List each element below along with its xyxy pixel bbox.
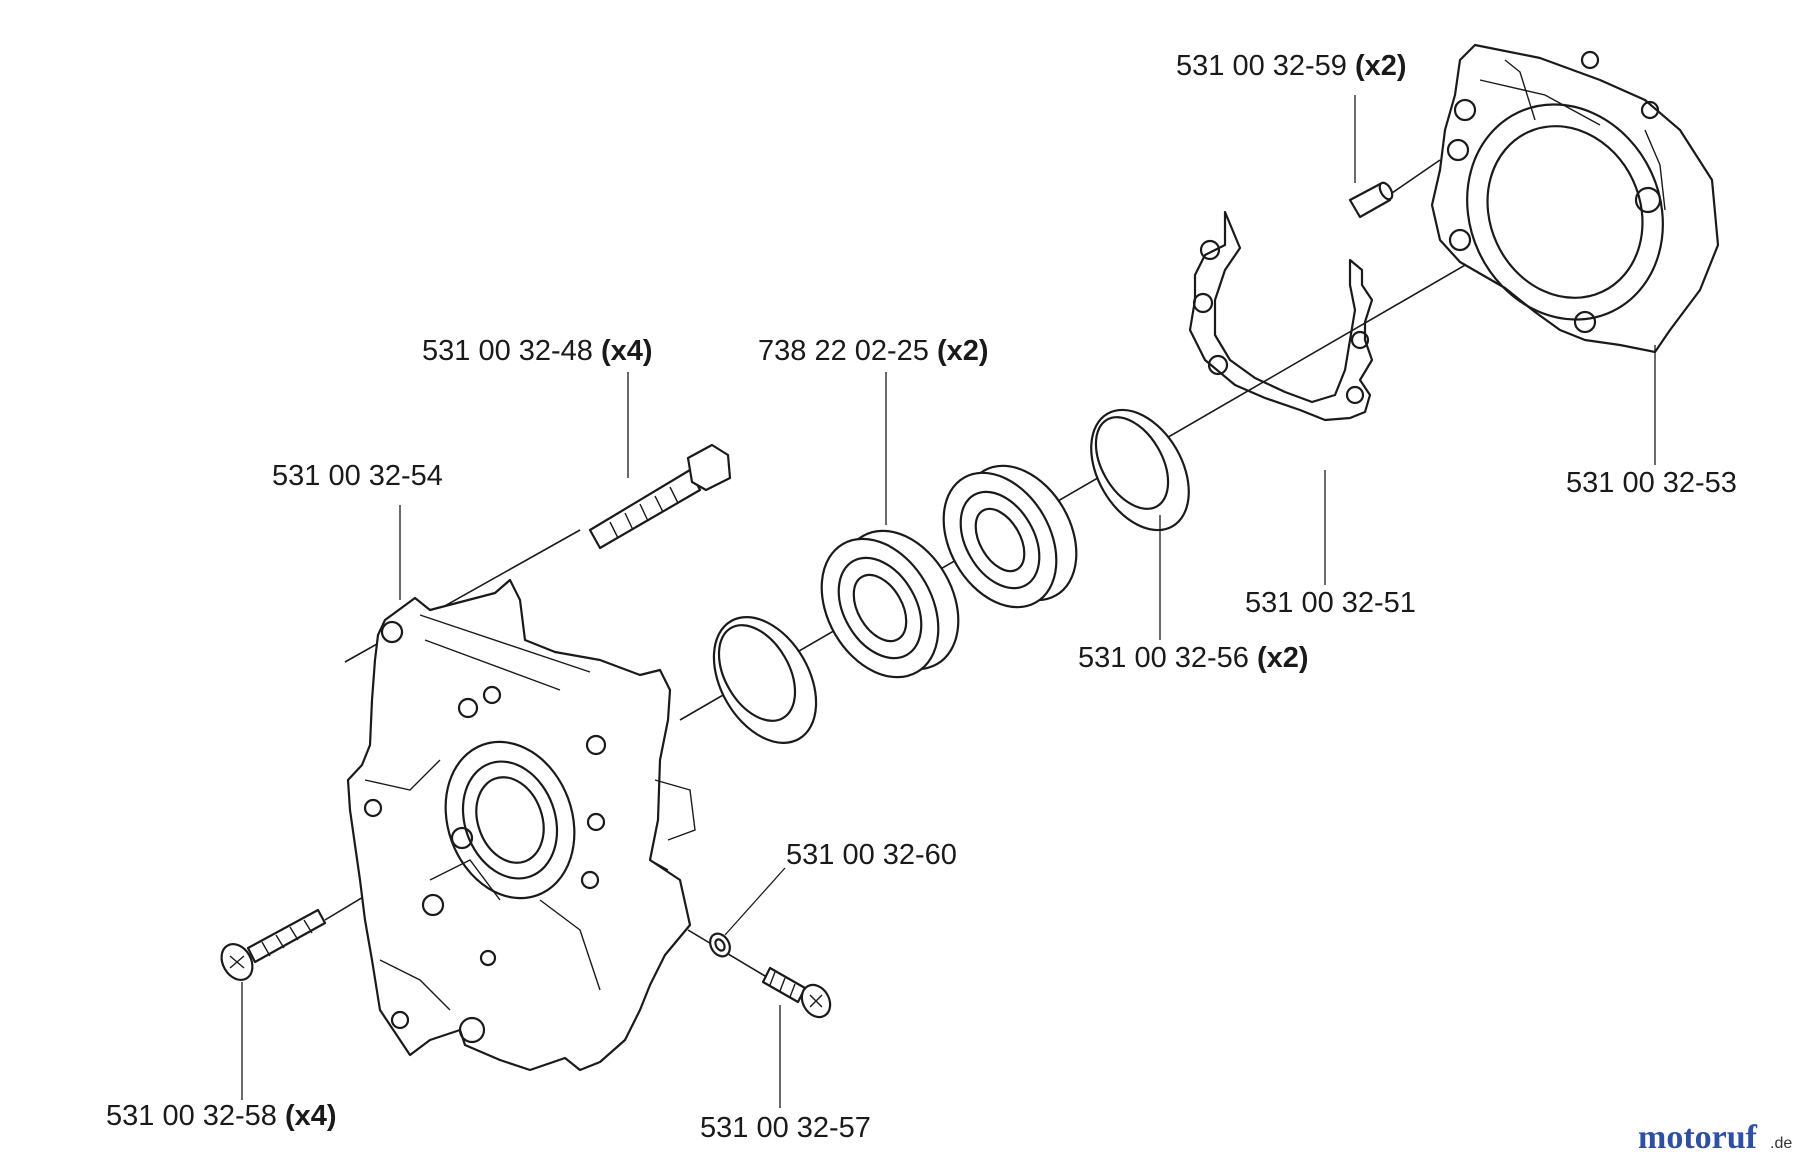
callout-labels: 531 00 32-59 (x2) 531 00 32-48 (x4) 738 … xyxy=(106,50,1737,1144)
callout-738-22-02-25: 738 22 02-25 (x2) xyxy=(758,335,989,367)
crankcase-half xyxy=(346,578,696,1072)
watermark-brand: motoruf xyxy=(1638,1119,1758,1156)
watermark-suffix: .de xyxy=(1770,1135,1792,1152)
callout-531-00-32-51: 531 00 32-51 xyxy=(1245,587,1416,619)
dowel-pin xyxy=(1348,181,1394,219)
pan-screw-left xyxy=(220,908,327,981)
oil-seal-left xyxy=(712,616,818,744)
washer xyxy=(709,932,731,958)
callout-531-00-32-53: 531 00 32-53 xyxy=(1566,467,1737,499)
callout-531-00-32-59: 531 00 32-59 (x2) xyxy=(1176,50,1407,82)
callout-531-00-32-48: 531 00 32-48 (x4) xyxy=(422,335,653,367)
ball-bearing-right xyxy=(942,464,1078,609)
callout-531-00-32-58: 531 00 32-58 (x4) xyxy=(106,1100,337,1132)
leader-lines xyxy=(241,95,1656,1108)
pan-screw-small xyxy=(761,966,832,1019)
ball-bearing-left xyxy=(820,529,960,679)
callout-531-00-32-56: 531 00 32-56 (x2) xyxy=(1078,642,1309,674)
callout-531-00-32-57: 531 00 32-57 xyxy=(700,1112,871,1144)
hex-bolt xyxy=(588,443,732,550)
watermark-logo: motoruf .de xyxy=(1638,1119,1792,1156)
callout-531-00-32-54: 531 00 32-54 xyxy=(272,460,443,492)
housing-cover xyxy=(1430,43,1720,354)
gasket xyxy=(1188,210,1374,422)
oil-seal-right xyxy=(1090,408,1190,532)
callout-531-00-32-60: 531 00 32-60 xyxy=(786,839,957,871)
